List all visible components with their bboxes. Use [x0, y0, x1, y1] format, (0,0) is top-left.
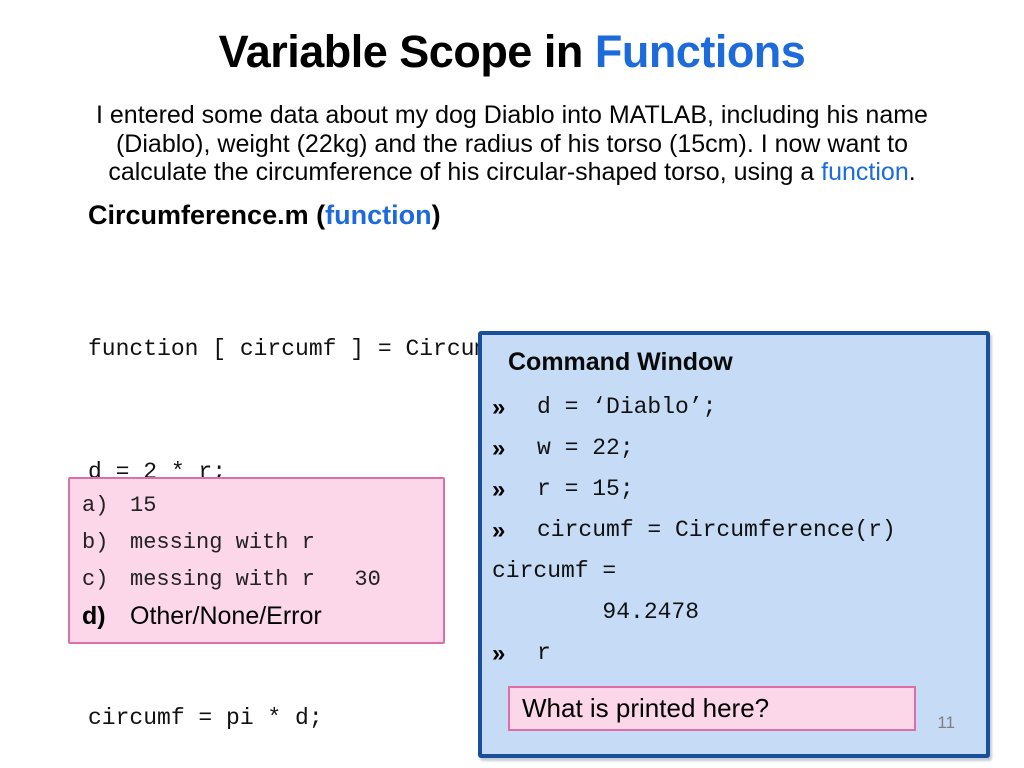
quiz-option-a: a) 15	[82, 487, 443, 524]
command-line: » r = 15;	[492, 469, 980, 510]
command-text: r	[537, 640, 551, 666]
prompt-chevron-icon: »	[492, 394, 506, 421]
command-line: » w = 22;	[492, 428, 980, 469]
intro-paragraph: I entered some data about my dog Diablo …	[50, 101, 974, 187]
quiz-option-b: b) messing with r	[82, 524, 443, 561]
quiz-option-text: messing with r 30	[130, 567, 381, 592]
command-text: circumf = Circumference(r)	[537, 517, 896, 543]
quiz-option-d: d) Other/None/Error	[82, 598, 443, 635]
quiz-option-text: Other/None/Error	[130, 602, 322, 630]
output-line: 94.2478	[492, 592, 980, 633]
slide-title-highlight: Functions	[594, 26, 806, 77]
function-link: function	[821, 158, 909, 186]
code-line: circumf = pi * d;	[88, 705, 323, 731]
slide-title-text: Variable Scope in	[218, 26, 595, 77]
command-line: » d = ‘Diablo’;	[492, 387, 980, 428]
output-text: 94.2478	[492, 599, 700, 625]
command-window-title: Command Window	[508, 348, 733, 376]
quiz-answers-box: a) 15 b) messing with r c) messing with r 3…	[68, 477, 445, 644]
quiz-option-label: b)	[82, 530, 109, 555]
quiz-option-text: messing with r	[130, 530, 315, 555]
command-line: »r	[492, 633, 980, 674]
command-text: r = 15;	[537, 476, 634, 502]
quiz-option-text: 15	[130, 493, 157, 518]
file-heading-close-paren: )	[431, 200, 441, 230]
question-box: What is printed here?	[508, 686, 916, 731]
quiz-option-label: d)	[82, 602, 106, 630]
output-text: circumf =	[492, 558, 617, 584]
intro-line-3-period: .	[908, 158, 916, 186]
intro-line-3-text: calculate the circumference of his circu…	[108, 158, 822, 186]
intro-line-1: I entered some data about my dog Diablo …	[96, 101, 928, 129]
prompt-chevron-icon: »	[492, 640, 506, 667]
file-heading-name: Circumference.m (	[88, 200, 326, 230]
slide-title: Variable Scope in Functions	[0, 24, 1024, 80]
command-text: d = ‘Diablo’;	[537, 394, 717, 420]
prompt-chevron-icon: »	[492, 435, 506, 462]
intro-line-3: calculate the circumference of his circu…	[50, 158, 974, 187]
page-number: 11	[937, 713, 955, 732]
quiz-option-label: a)	[82, 493, 109, 518]
question-text: What is printed here?	[522, 693, 770, 723]
command-window-lines: » d = ‘Diablo’; » w = 22; » r = 15; » circum…	[492, 387, 980, 674]
prompt-chevron-icon: »	[492, 476, 506, 503]
file-heading-link: function	[325, 200, 432, 230]
prompt-chevron-icon: »	[492, 517, 506, 544]
file-heading: Circumference.m (function)	[88, 200, 441, 231]
command-line: » circumf = Circumference(r)	[492, 510, 980, 551]
intro-line-2: (Diablo), weight (22kg) and the radius o…	[115, 129, 909, 158]
command-text: w = 22;	[537, 435, 634, 461]
output-line: circumf =	[492, 551, 980, 592]
command-window: Command Window » d = ‘Diablo’; » w = 22; »…	[478, 331, 990, 758]
quiz-option-c: c) messing with r 30	[82, 561, 443, 598]
quiz-option-label: c)	[82, 567, 109, 592]
